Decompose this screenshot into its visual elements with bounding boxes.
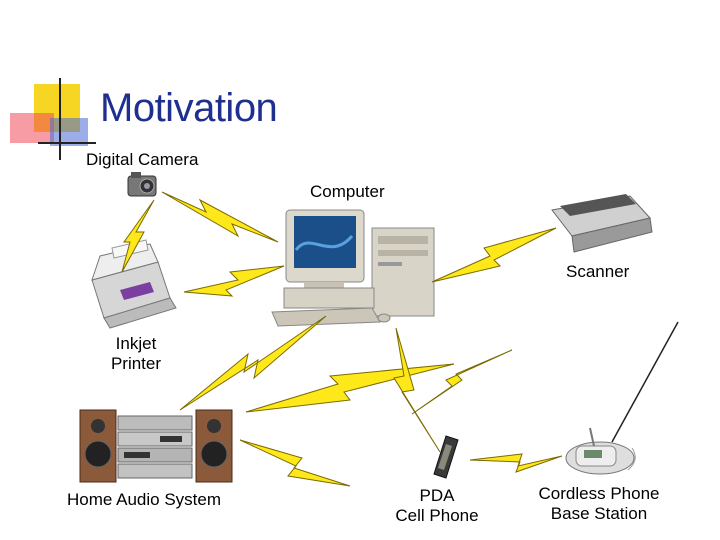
home-audio-system-label: Home Audio System xyxy=(67,490,222,509)
wireless-link-pda-cordless xyxy=(469,453,563,473)
cordless-label-line1: Cordless Phone xyxy=(538,484,660,503)
wireless-link-camera-computer xyxy=(161,191,279,243)
home-audio-system-icon xyxy=(79,409,233,483)
scanner-label: Scanner xyxy=(566,262,630,281)
inkjet-printer-label-line2: Printer xyxy=(110,354,162,373)
digital-camera-label: Digital Camera xyxy=(86,150,199,169)
slide-title: Motivation xyxy=(100,86,278,130)
wireless-link-scanner-pda xyxy=(411,349,513,415)
digital-camera-icon xyxy=(127,172,157,197)
wireless-link-printer-computer xyxy=(183,265,285,297)
cordless-phone-base-station-label: Cordless Phone Base Station xyxy=(520,484,678,524)
pda-label-line2: Cell Phone xyxy=(395,506,479,525)
cordless-label-line2: Base Station xyxy=(550,504,648,523)
wireless-link-audio-scanner xyxy=(245,363,455,413)
wireless-link-audio-computer xyxy=(179,315,327,411)
wireless-link-camera-printer xyxy=(121,199,155,273)
wireless-link-computer-scanner xyxy=(431,227,557,283)
inkjet-printer-icon xyxy=(91,239,177,329)
pda-label-line1: PDA xyxy=(419,486,455,505)
pda-cell-phone-label: PDA Cell Phone xyxy=(382,486,492,526)
pda-cell-phone-icon xyxy=(433,435,459,479)
cordless-phone-base-station-icon xyxy=(565,427,636,475)
computer-icon xyxy=(271,209,435,327)
wireless-links xyxy=(121,191,563,487)
computer-label: Computer xyxy=(310,182,385,201)
scanner-icon xyxy=(551,194,653,253)
wireless-link-audio-bottom xyxy=(239,439,351,487)
antenna-line xyxy=(611,321,679,443)
inkjet-printer-label: Inkjet Printer xyxy=(100,334,172,374)
wireless-link-computer-pda xyxy=(393,327,441,453)
inkjet-printer-label-line1: Inkjet xyxy=(115,334,157,353)
title-accent-decoration xyxy=(10,78,96,160)
